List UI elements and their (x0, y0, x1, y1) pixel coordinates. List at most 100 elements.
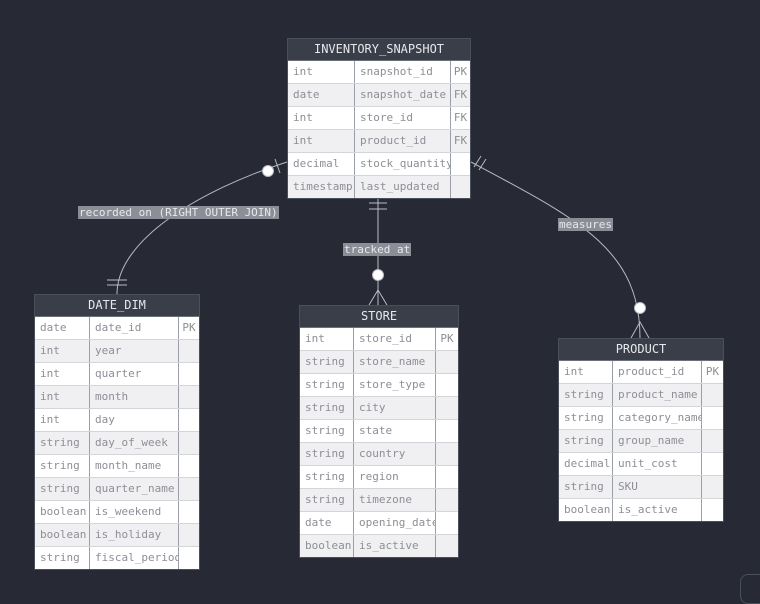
attribute-type: string (564, 434, 604, 447)
attribute-row[interactable]: string timezone (300, 488, 458, 511)
attribute-type: decimal (564, 457, 611, 470)
attribute-row[interactable]: string product_name (559, 383, 723, 406)
attribute-name: store_id (354, 107, 450, 129)
attribute-name: product_name (612, 384, 701, 406)
attribute-name: region (353, 466, 435, 488)
crowfoot-icon (368, 289, 388, 306)
attribute-name: quarter_name (89, 478, 178, 500)
attribute-name: snapshot_id (354, 61, 450, 83)
attribute-row[interactable]: string group_name (559, 429, 723, 452)
attribute-key (178, 501, 199, 523)
optional-marker-icon (262, 165, 274, 177)
attribute-key (178, 409, 199, 431)
attribute-type: int (40, 390, 60, 403)
attribute-key (701, 453, 723, 475)
relationship-label-date: recorded on (RIGHT OUTER JOIN) (78, 206, 279, 219)
relationship-line-product (470, 161, 641, 339)
attribute-type: string (305, 447, 345, 460)
attribute-name: SKU (612, 476, 701, 498)
attribute-key (435, 535, 458, 557)
attribute-name: timezone (353, 489, 435, 511)
attribute-type: int (40, 413, 60, 426)
crowfoot-icon (630, 320, 650, 339)
attribute-type: string (305, 424, 345, 437)
attribute-key (178, 478, 199, 500)
attribute-key (435, 374, 458, 396)
attribute-name: store_type (353, 374, 435, 396)
attribute-key (178, 524, 199, 546)
attribute-type: string (564, 480, 604, 493)
attribute-name: snapshot_date (354, 84, 450, 106)
attribute-type: string (305, 493, 345, 506)
attribute-type: string (564, 411, 604, 424)
attribute-type: date (293, 88, 320, 101)
attribute-key (701, 476, 723, 498)
attribute-type: timestamp (293, 180, 353, 193)
cardinality-one-mark (274, 158, 281, 174)
attribute-key (450, 153, 470, 175)
attribute-name: store_name (353, 351, 435, 373)
attribute-name: is_active (612, 499, 701, 521)
zoom-control-icon[interactable] (740, 574, 760, 604)
attribute-row[interactable]: int day (35, 408, 199, 431)
attribute-key (435, 489, 458, 511)
attribute-key: PK (450, 61, 470, 83)
attribute-key: FK (450, 107, 470, 129)
attribute-name: month_name (89, 455, 178, 477)
attribute-name: day (89, 409, 178, 431)
attribute-key: FK (450, 130, 470, 152)
attribute-key (435, 466, 458, 488)
attribute-type: int (293, 134, 313, 147)
attribute-name: product_id (354, 130, 450, 152)
attribute-key (178, 455, 199, 477)
attribute-key (701, 430, 723, 452)
attribute-key: FK (450, 84, 470, 106)
attribute-row[interactable]: int month (35, 385, 199, 408)
attribute-row[interactable]: string SKU (559, 475, 723, 498)
attribute-name: group_name (612, 430, 701, 452)
attribute-key (178, 340, 199, 362)
attribute-name: date_id (89, 317, 178, 339)
attribute-name: last_updated (354, 176, 450, 198)
attribute-type: boolean (40, 528, 87, 541)
attribute-type: int (40, 367, 60, 380)
attribute-type: string (564, 388, 604, 401)
attribute-key (435, 351, 458, 373)
attribute-name: month (89, 386, 178, 408)
attribute-name: store_id (353, 328, 435, 350)
attribute-key (178, 432, 199, 454)
attribute-name: city (353, 397, 435, 419)
